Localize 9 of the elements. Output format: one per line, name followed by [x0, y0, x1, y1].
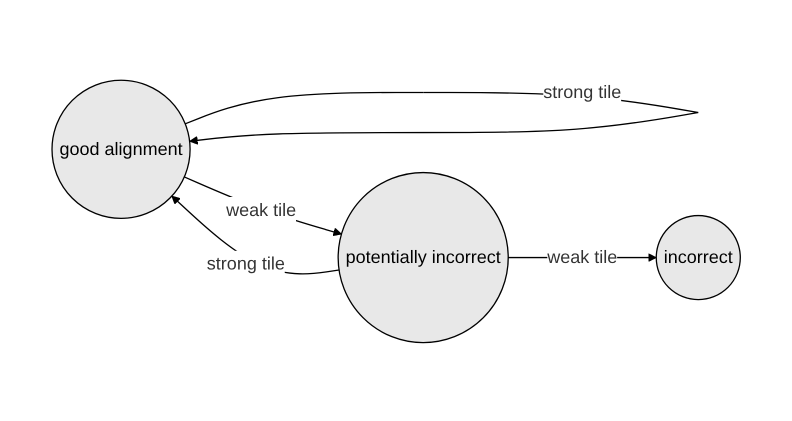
edge-label: weak tile — [547, 246, 618, 267]
edge-label: strong tile — [206, 253, 285, 274]
arrow — [171, 195, 339, 274]
edge-label: weak tile — [226, 200, 296, 220]
node-circle: good alignment — [51, 79, 191, 219]
node-circle: potentially incorrect — [337, 172, 509, 343]
node-circle: incorrect — [655, 214, 741, 300]
edge-label: strong tile — [543, 82, 622, 102]
arrow — [184, 176, 342, 236]
